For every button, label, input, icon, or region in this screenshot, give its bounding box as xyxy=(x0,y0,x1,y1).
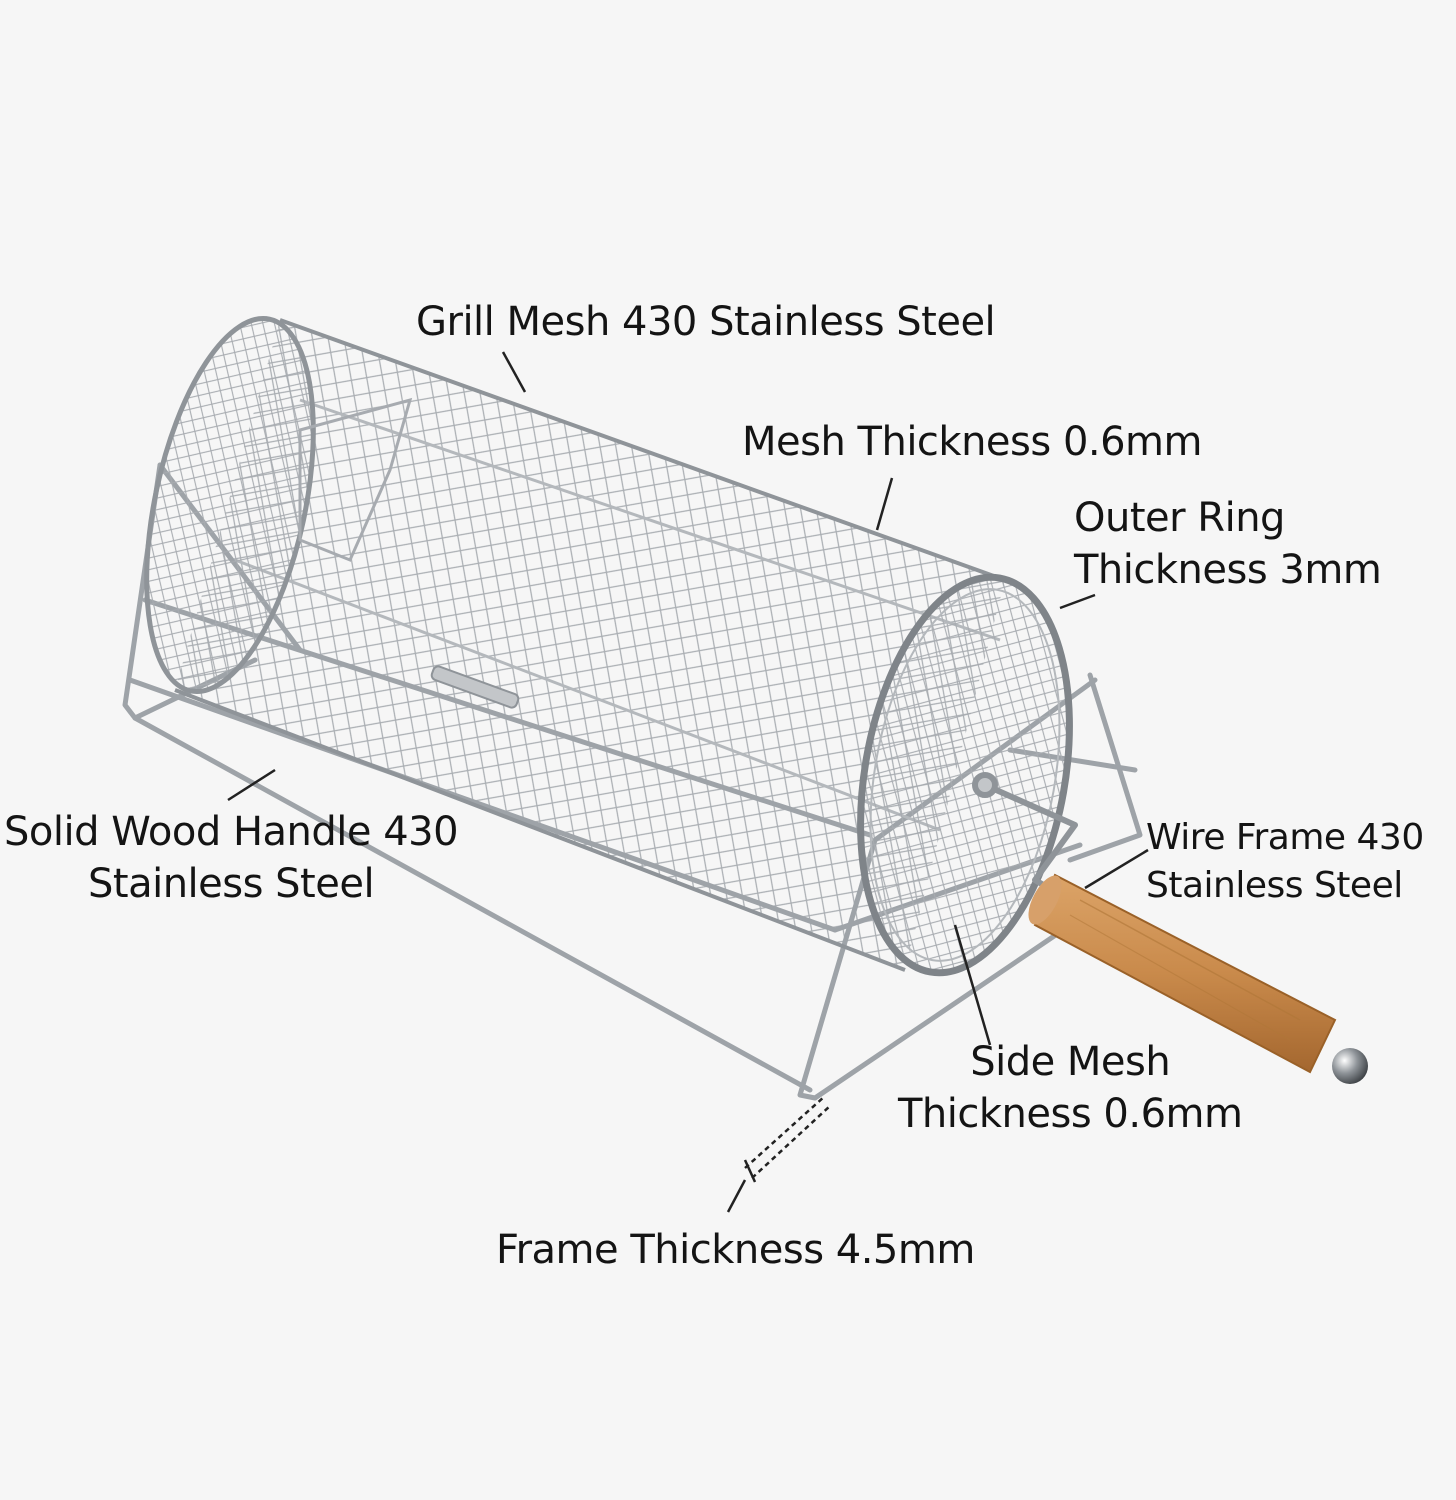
label-side-mesh-line1: Side Mesh xyxy=(970,1039,1171,1085)
side-mesh-front-ring xyxy=(857,573,1073,977)
label-wire-frame-line2: Stainless Steel xyxy=(1146,865,1403,906)
label-frame-thickness-line1: Frame Thickness 4.5mm xyxy=(496,1227,975,1273)
wood-handle xyxy=(1028,873,1337,1074)
grill-mesh-cylinder xyxy=(144,315,1006,972)
label-grill-mesh-line1: Grill Mesh 430 Stainless Steel xyxy=(416,299,996,345)
label-side-mesh: Side Mesh Thickness 0.6mm xyxy=(898,1036,1243,1140)
label-outer-ring-line2: Thickness 3mm xyxy=(1074,547,1382,593)
leader-lines xyxy=(227,351,1149,1213)
steel-ball-icon xyxy=(1332,1048,1368,1084)
label-outer-ring: Outer Ring Thickness 3mm xyxy=(1074,492,1382,596)
label-wood-handle: Solid Wood Handle 430 Stainless Steel xyxy=(4,806,459,910)
label-wood-handle-line1: Solid Wood Handle 430 xyxy=(4,809,459,855)
label-wood-handle-line2: Stainless Steel xyxy=(88,861,375,907)
label-grill-mesh: Grill Mesh 430 Stainless Steel xyxy=(416,296,996,348)
label-frame-thickness: Frame Thickness 4.5mm xyxy=(496,1224,975,1276)
label-wire-frame: Wire Frame 430 Stainless Steel xyxy=(1146,814,1424,910)
label-mesh-thickness-line1: Mesh Thickness 0.6mm xyxy=(742,419,1202,465)
label-wire-frame-line1: Wire Frame 430 xyxy=(1146,817,1424,858)
label-outer-ring-line1: Outer Ring xyxy=(1074,495,1285,541)
label-mesh-thickness: Mesh Thickness 0.6mm xyxy=(742,416,1202,468)
label-side-mesh-line2: Thickness 0.6mm xyxy=(898,1091,1243,1137)
